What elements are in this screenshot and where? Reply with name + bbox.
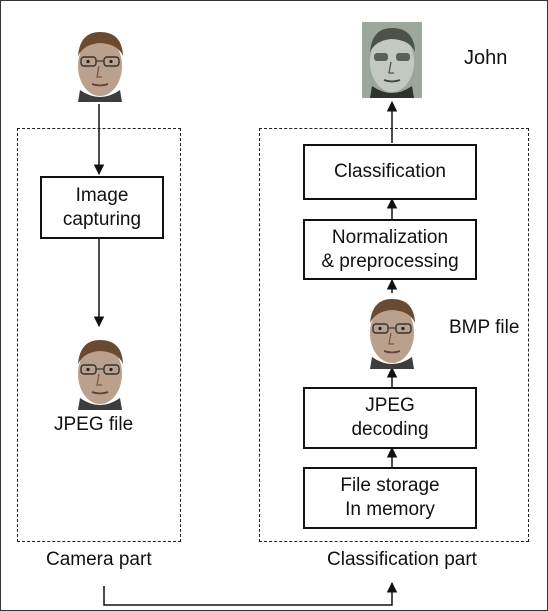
classification-part-label: Classification part <box>327 549 477 570</box>
jpeg-decoding-box: JPEG decoding <box>303 387 477 449</box>
jpeg-file-label: JPEG file <box>54 414 134 435</box>
face-jpeg-icon <box>78 340 123 410</box>
image-capturing-box: Image capturing <box>40 176 164 239</box>
normalization-box: Normalization & preprocessing <box>303 219 477 280</box>
bmp-file-label: BMP file <box>449 317 520 338</box>
jpeg-decoding-label: JPEG decoding <box>351 395 429 440</box>
normalization-label: Normalization & preprocessing <box>321 226 459 272</box>
face-bmp-icon <box>370 299 415 369</box>
image-capturing-label: Image capturing <box>62 184 142 230</box>
output-name-label: John <box>464 47 508 69</box>
arrow-camera-to-classification <box>103 581 398 606</box>
file-storage-box: File storage In memory <box>303 467 477 529</box>
classification-label: Classification <box>334 161 446 182</box>
face-output-icon <box>362 22 422 98</box>
face-input-icon <box>78 32 123 102</box>
classification-box: Classification <box>303 144 477 200</box>
camera-part-label: Camera part <box>46 549 152 570</box>
file-storage-label: File storage In memory <box>340 475 440 520</box>
classification-part-container <box>259 128 529 542</box>
